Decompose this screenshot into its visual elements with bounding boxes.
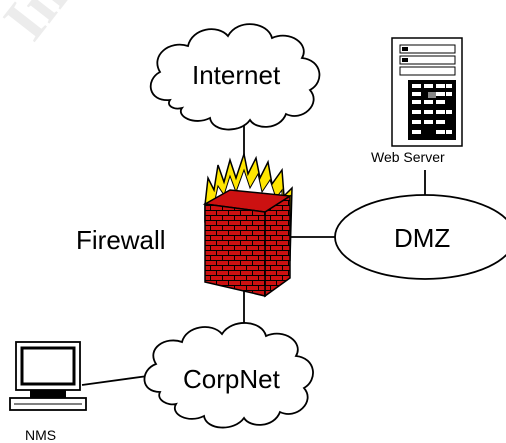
nms-computer-icon <box>9 341 87 411</box>
link-nms-corpnet <box>81 374 156 386</box>
nms-label: NMS <box>25 427 57 443</box>
web-server-label: Web Server <box>371 149 445 165</box>
dmz-label: DMZ <box>394 223 451 253</box>
web-server-icon <box>391 37 463 147</box>
internet-label: Internet <box>192 60 281 90</box>
internet-cloud <box>149 23 321 131</box>
firewall-label: Firewall <box>76 225 166 255</box>
firewall-wall <box>202 189 293 298</box>
dmz-ellipse <box>334 194 506 280</box>
corpnet-label: CorpNet <box>183 364 280 394</box>
corpnet-cloud <box>143 322 314 429</box>
